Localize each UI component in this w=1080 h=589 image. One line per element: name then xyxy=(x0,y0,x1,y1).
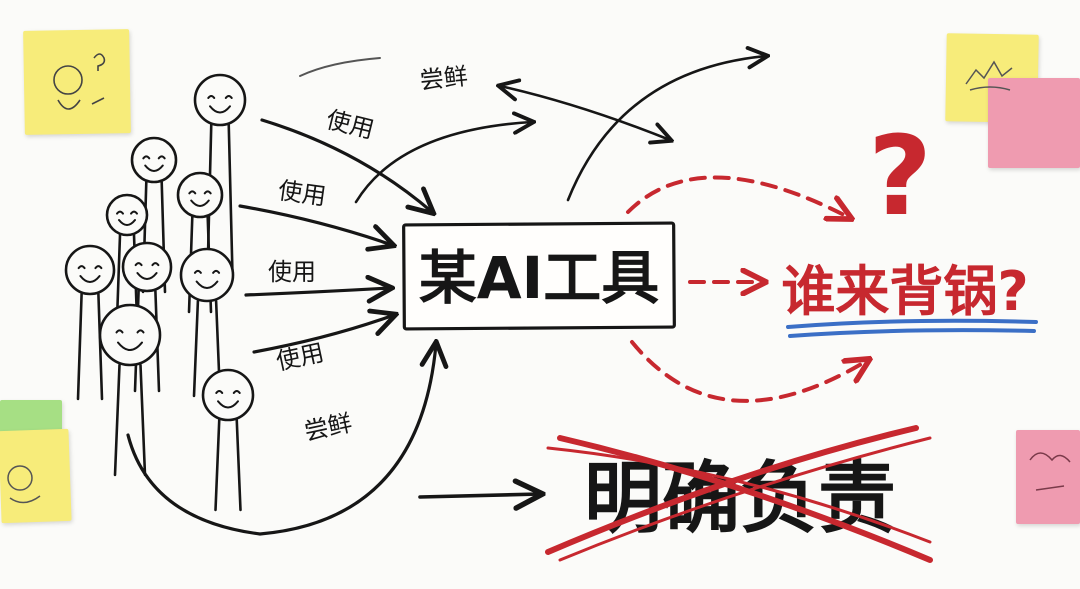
note-doodle-bottom-left xyxy=(8,466,40,503)
bottom-arrow xyxy=(420,494,540,497)
question-mark: ? xyxy=(868,112,932,240)
stick-figure xyxy=(100,305,160,475)
taste-label-1: 尝鲜 xyxy=(418,62,469,95)
note-doodle-bottom-right xyxy=(1030,453,1070,490)
use-label-4: 使用 xyxy=(274,338,327,375)
use-label-1: 使用 xyxy=(323,105,376,144)
center-box-label: 某AI工具 xyxy=(419,244,659,312)
note-doodle-top-right xyxy=(966,62,1012,90)
use-label-2: 使用 xyxy=(276,176,327,210)
use-arrow-3 xyxy=(246,288,390,295)
use-arrow-4 xyxy=(254,315,394,352)
long-arrow-up-right xyxy=(568,56,766,200)
blame-question: 谁来背锅? xyxy=(781,260,1028,323)
user-crowd xyxy=(66,75,253,510)
taste-arrow-up xyxy=(356,122,532,202)
stick-figure xyxy=(203,370,253,510)
red-arrow-down xyxy=(632,342,868,401)
use-arrow-2 xyxy=(240,206,392,245)
taste-arrow-double xyxy=(500,86,670,140)
use-label-3: 使用 xyxy=(268,258,316,286)
blue-underline xyxy=(788,321,1036,336)
pencil-stroke xyxy=(300,58,380,76)
note-doodle-top-left xyxy=(54,54,104,109)
red-arrow-up xyxy=(628,177,850,218)
taste-label-2: 尝鲜 xyxy=(302,409,355,446)
